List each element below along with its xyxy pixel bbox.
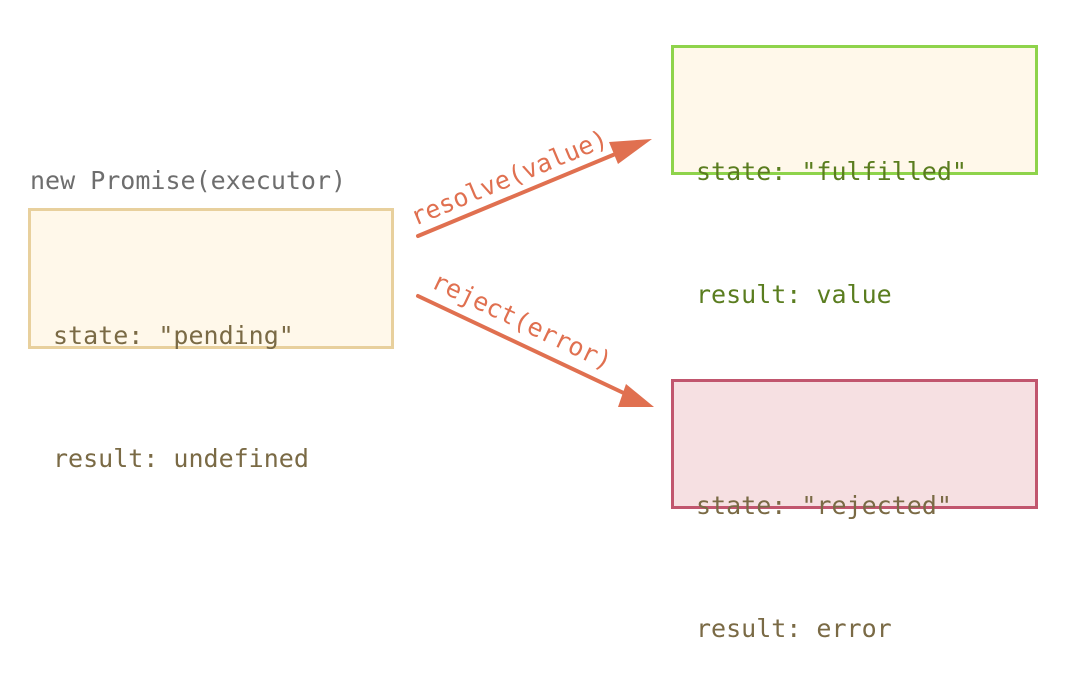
transition-arrows: resolve(value) reject(error): [406, 124, 654, 407]
rejected-result-line: result: error: [696, 608, 1035, 649]
constructor-caption: new Promise(executor): [30, 166, 347, 195]
pending-state-box: state: "pending" result: undefined: [28, 208, 394, 473]
pending-state-text: state: "pending": [53, 321, 294, 350]
fulfilled-result-text: result: value: [696, 280, 892, 309]
fulfilled-state-box: state: "fulfilled" result: value: [671, 45, 1038, 309]
pending-state-line: state: "pending": [53, 315, 391, 356]
reject-label: reject(error): [427, 266, 616, 376]
pending-result-text: result: undefined: [53, 444, 309, 473]
resolve-arrowhead-icon: [609, 139, 652, 164]
fulfilled-state-line: state: "fulfilled": [696, 151, 1035, 192]
reject-arrow-line: [416, 294, 632, 398]
fulfilled-result-line: result: value: [696, 274, 1035, 315]
rejected-state-line: state: "rejected": [696, 485, 1035, 526]
resolve-label: resolve(value): [406, 124, 612, 232]
fulfilled-state-text: state: "fulfilled": [696, 157, 967, 186]
reject-arrow: [416, 294, 654, 407]
resolve-arrow: [416, 139, 652, 238]
reject-arrowhead-icon: [618, 384, 654, 407]
resolve-arrow-line: [416, 148, 627, 238]
rejected-result-text: result: error: [696, 614, 892, 643]
pending-result-line: result: undefined: [53, 438, 391, 479]
rejected-state-text: state: "rejected": [696, 491, 952, 520]
